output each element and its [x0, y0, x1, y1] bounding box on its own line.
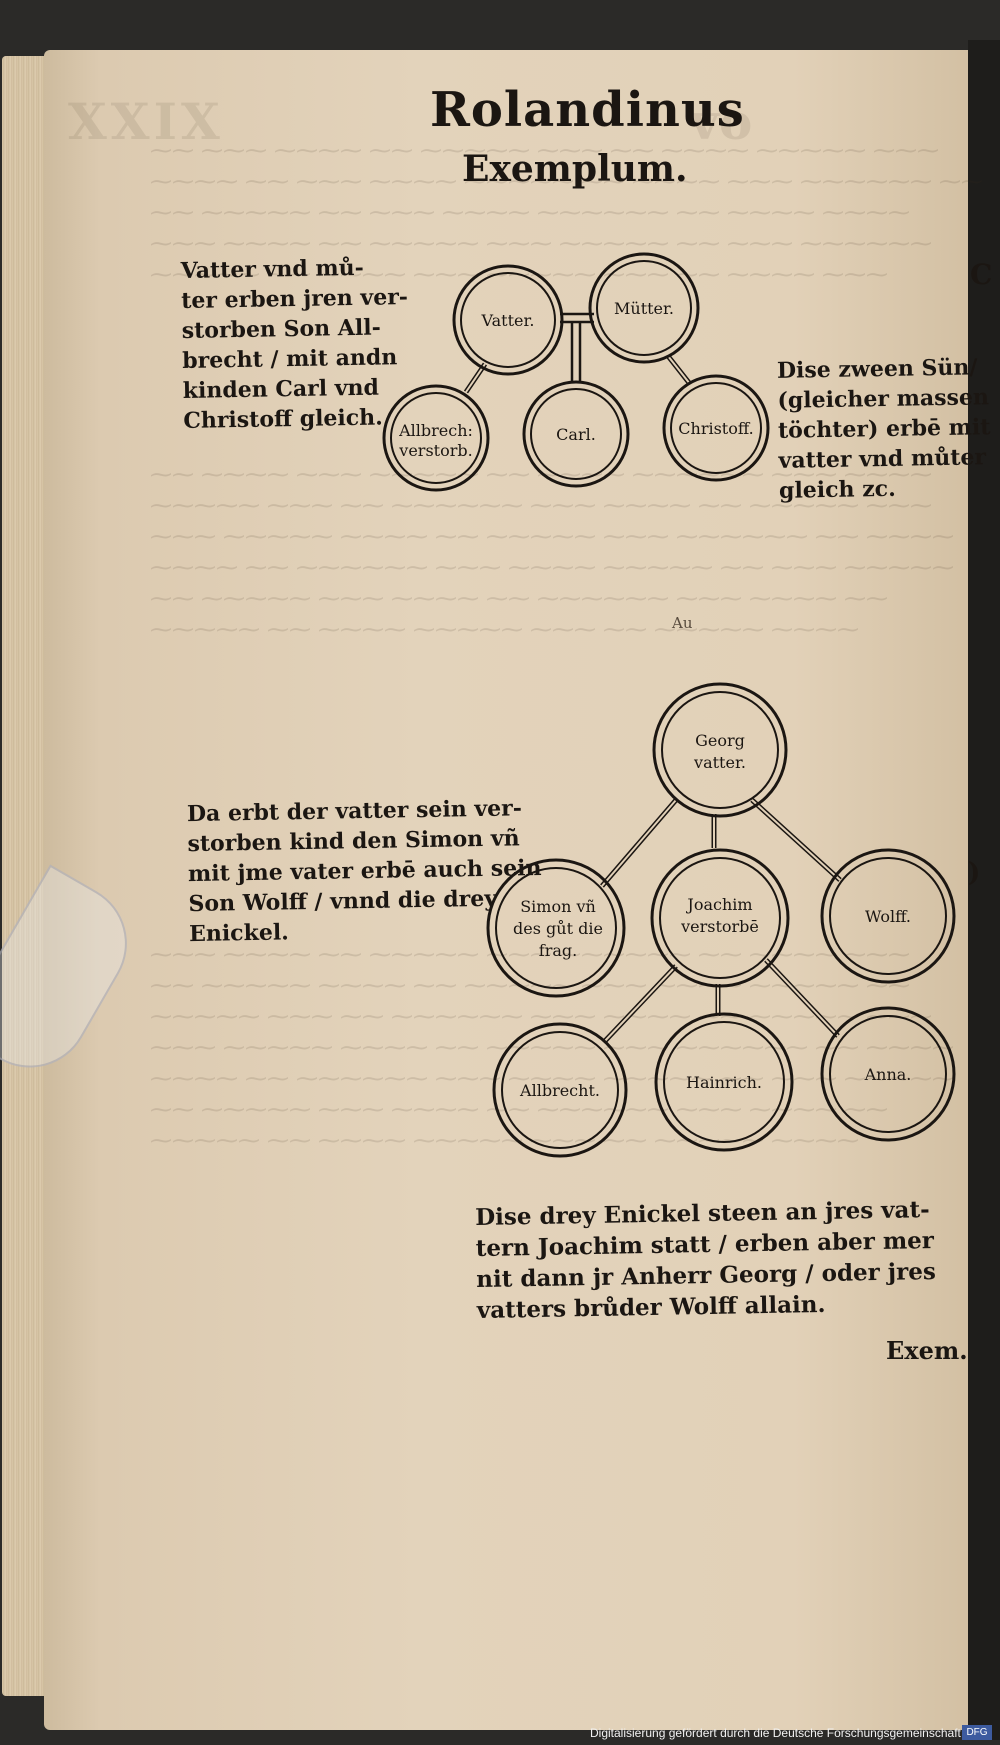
signature-mark: C: [970, 258, 993, 291]
running-title: Rolandinus: [430, 82, 745, 138]
node-label: Christoff.: [678, 419, 753, 438]
spine-shadow: [968, 40, 1000, 1740]
dfg-logo: DFG: [962, 1725, 992, 1740]
node-carl: Carl.: [522, 380, 630, 488]
node-label-line: verstorb.: [398, 441, 472, 460]
node-label: Allbrecht.: [519, 1081, 600, 1100]
book-page: [44, 50, 980, 1730]
margin-note: Au: [672, 614, 693, 632]
side-bracket: ): [968, 858, 981, 888]
node-christoff: Christoff.: [662, 374, 770, 482]
node-simon: Simon vñ des gůt die frag.: [486, 858, 626, 998]
node-mutter: Mütter.: [588, 252, 700, 364]
node-albrecht: Allbrech: verstorb.: [382, 384, 490, 492]
catchword: Exem.: [886, 1336, 968, 1365]
node-label-line: Georg: [695, 731, 745, 750]
node-wolff: Wolff.: [820, 848, 956, 984]
node-label-line: Joachim: [685, 895, 752, 914]
node-label: Hainrich.: [686, 1073, 762, 1092]
bleed-through-header: XXIX: [68, 92, 224, 151]
node-label: Carl.: [556, 425, 596, 444]
page-edge: [2, 56, 50, 1696]
node-label-line: Simon vñ: [520, 897, 596, 916]
tree-2-connectors: [600, 798, 842, 1044]
node-albrecht-grandchild: Allbrecht.: [492, 1022, 628, 1158]
bleed-through-header-2: vo: [690, 92, 753, 151]
node-label-line: des gůt die: [513, 919, 603, 938]
node-label: Anna.: [864, 1065, 912, 1084]
node-hainrich: Hainrich.: [654, 1012, 794, 1152]
node-joachim: Joachim verstorbē: [650, 848, 790, 988]
node-label: Vatter.: [481, 311, 535, 330]
tree-2-nodes: Georg vatter. Simon vñ des gůt die frag.…: [486, 682, 956, 1158]
node-label-line: vatter.: [693, 753, 746, 772]
section-title: Exemplum.: [462, 148, 688, 190]
node-label: Wolff.: [865, 907, 911, 926]
node-label-line: Allbrech:: [398, 421, 473, 440]
node-label-line: verstorbē: [680, 917, 759, 936]
node-label-line: frag.: [539, 941, 577, 960]
node-anna: Anna.: [820, 1006, 956, 1142]
node-georg: Georg vatter.: [652, 682, 788, 818]
node-vatter: Vatter.: [452, 264, 564, 376]
node-label: Mütter.: [614, 299, 674, 318]
digitization-credit: Digitalisierung gefördert durch die Deut…: [590, 1726, 969, 1740]
tree-1-nodes: Vatter. Mütter. Allbrech: verstorb. Carl…: [382, 252, 770, 492]
